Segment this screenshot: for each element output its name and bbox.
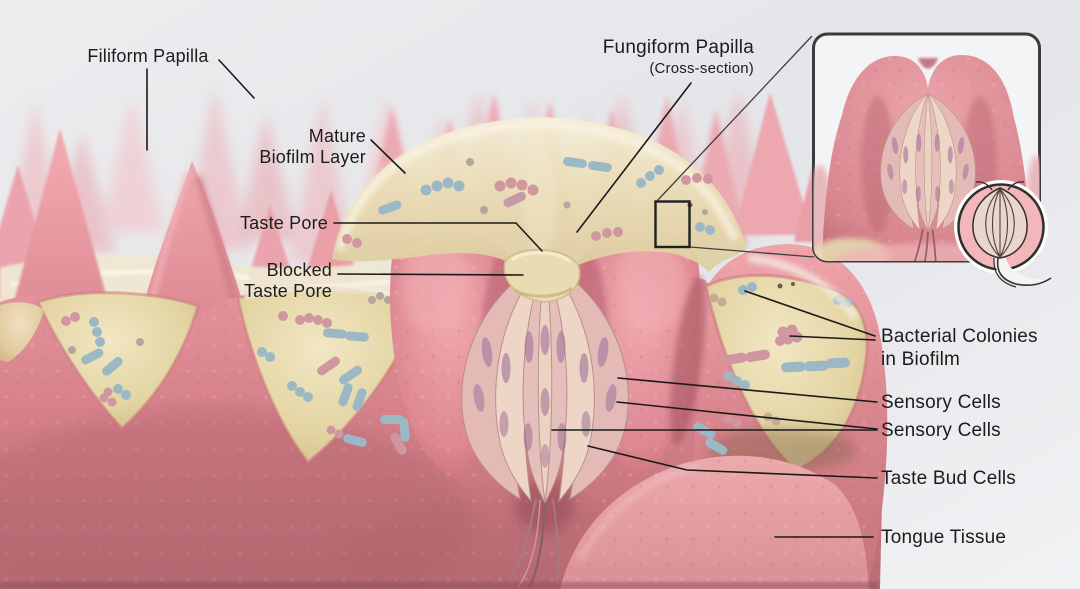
label-fungiform-papilla: Fungiform Papilla (Cross-section) xyxy=(603,36,754,78)
bacteria-pocket-center xyxy=(257,292,410,455)
callout-rectangle xyxy=(654,200,691,249)
label-mature-line1: Mature xyxy=(308,126,366,146)
biofilm-pocket-right xyxy=(704,273,869,472)
taste-bud-schematic-inset xyxy=(954,180,1052,288)
label-bacterial-line1: Bacterial Colonies xyxy=(881,326,1038,347)
label-blocked-line1: Blocked xyxy=(266,260,332,280)
label-fungiform-line2: (Cross-section) xyxy=(649,60,754,77)
bacteria-pocket-left xyxy=(61,312,144,407)
bacteria-in-biofilm-dome xyxy=(342,156,715,248)
leader-lines xyxy=(146,59,878,538)
taste-bud-cells-artwork xyxy=(461,259,629,588)
label-tongue-tissue: Tongue Tissue xyxy=(881,527,1007,548)
label-mature-line2: Biofilm Layer xyxy=(259,147,366,167)
bottom-shadow xyxy=(0,582,878,589)
label-blocked-taste-pore: Blocked Taste Pore xyxy=(244,260,332,302)
glossy-biofilm-edge xyxy=(747,254,860,321)
label-blocked-line2: Taste Pore xyxy=(243,281,332,301)
mature-biofilm-dome xyxy=(332,117,747,303)
label-taste-bud-cells: Taste Bud Cells xyxy=(881,468,1017,489)
label-mature-biofilm-layer: Mature Biofilm Layer xyxy=(259,126,366,168)
tongue-tissue-foreground xyxy=(560,455,869,589)
inset-connector-lines xyxy=(656,35,815,258)
label-taste-pore: Taste Pore xyxy=(239,213,328,233)
blocked-taste-pore-plug xyxy=(503,248,581,303)
label-sensory-cells-lower: Sensory Cells xyxy=(881,420,1001,441)
bacteria-pocket-right xyxy=(693,282,852,455)
label-sensory-cells-upper: Sensory Cells xyxy=(881,392,1001,413)
label-bacterial-line2: in Biofilm xyxy=(881,349,961,370)
label-filiform-papilla: Filiform Papilla xyxy=(87,46,209,66)
label-fungiform-line1: Fungiform Papilla xyxy=(602,37,754,58)
label-bacterial-colonies: Bacterial Colonies in Biofilm xyxy=(881,325,1038,371)
right-tissue-wall xyxy=(640,244,888,589)
